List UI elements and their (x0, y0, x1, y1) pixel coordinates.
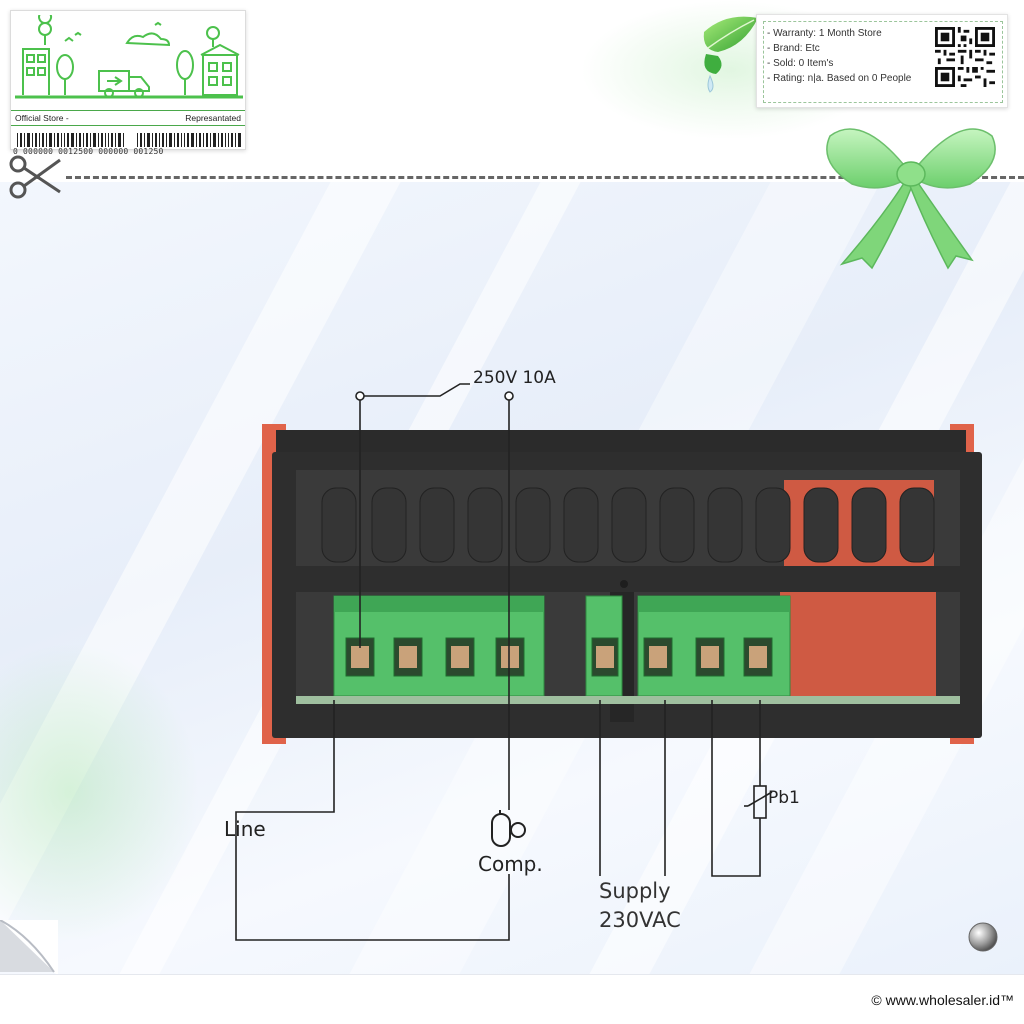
sold-text: - Sold: 0 Item's (767, 58, 834, 69)
cut-line (66, 176, 1024, 179)
thermostat-controller (262, 424, 982, 744)
compressor-label: Comp. (478, 852, 543, 876)
thermistor-icon (744, 785, 773, 819)
barcode-icon (17, 133, 241, 147)
rating-text: - Rating: n|a. Based on 0 People (767, 73, 912, 84)
compressor-icon (491, 810, 526, 847)
bow-icon (826, 128, 996, 270)
warranty-text: - Warranty: 1 Month Store (767, 28, 882, 39)
relay-rating-label: 250V 10A (473, 368, 556, 388)
knob-icon (968, 922, 998, 952)
city-delivery-illustration (15, 15, 243, 99)
supply-voltage-label: 230VAC (599, 908, 681, 932)
barcode-number: 0 000000 0012500 000000 001250 (13, 147, 164, 156)
leaf-icon (703, 16, 758, 93)
copyright-text: © www.wholesaler.id™ (871, 992, 1014, 1008)
footer-bar (0, 974, 1024, 1024)
brand-text: - Brand: Etc (767, 43, 820, 54)
store-badge-labels: Official Store - Represantated (11, 110, 245, 126)
probe-label: Pb1 (768, 788, 800, 808)
scissors-icon (9, 155, 61, 199)
wires (235, 383, 761, 941)
official-store-label: Official Store - (15, 113, 69, 123)
qr-code-icon (935, 27, 995, 87)
represented-label: Represantated (185, 113, 241, 123)
store-badge: Official Store - Represantated (10, 10, 246, 156)
supply-label: Supply (599, 879, 671, 903)
line-label: Line (224, 817, 266, 841)
page-curl-icon (0, 920, 58, 976)
product-info-card: - Warranty: 1 Month Store - Brand: Etc -… (756, 14, 1008, 108)
